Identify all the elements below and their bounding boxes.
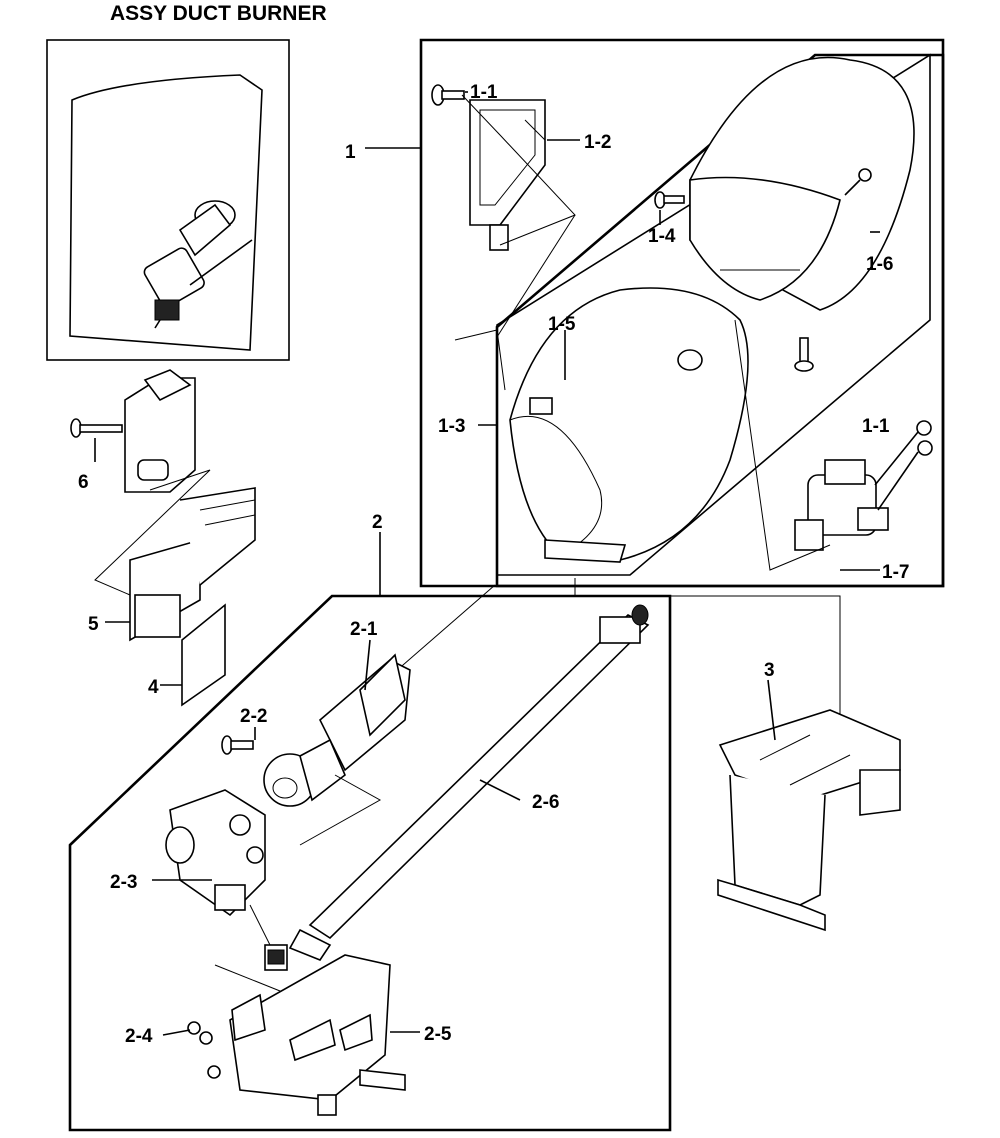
callout-2-4: 2-4 xyxy=(125,1026,153,1047)
callout-4: 4 xyxy=(148,677,159,698)
screw-1-4-icon xyxy=(654,191,685,209)
callout-5: 5 xyxy=(88,614,99,635)
callout-labels: 1 1-1 1-2 1-4 1-6 1-5 1-3 1-1 1-7 2 2-1 … xyxy=(78,82,909,1047)
screws-1-1-icon xyxy=(874,420,933,511)
callout-1-3: 1-3 xyxy=(438,416,465,437)
duct-cylinder-1-3-icon xyxy=(509,287,749,563)
callout-1-1-bottom: 1-1 xyxy=(862,416,890,437)
callout-1-1-top: 1-1 xyxy=(470,82,498,103)
screw-top-icon xyxy=(844,168,872,196)
duct-cylinder-1-6-icon xyxy=(689,56,915,311)
igniter-5-icon xyxy=(129,487,256,642)
screw-1-1-icon xyxy=(431,84,465,106)
bracket-1-2-icon xyxy=(469,99,546,251)
screw-6-icon xyxy=(70,418,123,438)
mounting-bracket-3-icon xyxy=(717,709,901,932)
gas-valve-2-3-icon xyxy=(165,789,266,917)
sensor-bracket-1-7-icon xyxy=(794,459,889,551)
burner-assembly-frame xyxy=(68,594,672,1132)
callout-2: 2 xyxy=(372,512,383,533)
bracket-top-icon xyxy=(124,369,196,493)
diagram-title: ASSY DUCT BURNER xyxy=(110,2,327,25)
coil-cylinder-icon xyxy=(263,738,346,807)
plate-4-icon xyxy=(181,603,226,707)
callout-1: 1 xyxy=(345,142,356,163)
burner-tube-2-6-icon xyxy=(288,604,650,961)
callout-2-3: 2-3 xyxy=(110,872,137,893)
valve-fitting-icon xyxy=(264,944,288,971)
screw-2-2-icon xyxy=(221,735,254,755)
callout-2-6: 2-6 xyxy=(532,792,559,813)
callout-2-1: 2-1 xyxy=(350,619,378,640)
callout-3: 3 xyxy=(764,660,775,681)
callout-1-4: 1-4 xyxy=(648,226,676,247)
overview-thumbnail-icon xyxy=(46,39,290,361)
screws-2-4-icon xyxy=(187,1021,221,1079)
screw-bottom-icon xyxy=(794,337,814,372)
holder-2-1-icon xyxy=(319,653,411,772)
leader-lines xyxy=(94,91,880,1036)
callout-2-2: 2-2 xyxy=(240,706,267,727)
callout-1-5: 1-5 xyxy=(548,314,576,335)
callout-1-6: 1-6 xyxy=(866,254,893,275)
callout-6: 6 xyxy=(78,472,89,493)
burner-bracket-2-5-icon xyxy=(229,954,406,1116)
callout-2-5: 2-5 xyxy=(424,1024,452,1045)
callout-1-7: 1-7 xyxy=(882,562,909,583)
callout-1-2: 1-2 xyxy=(584,132,611,153)
